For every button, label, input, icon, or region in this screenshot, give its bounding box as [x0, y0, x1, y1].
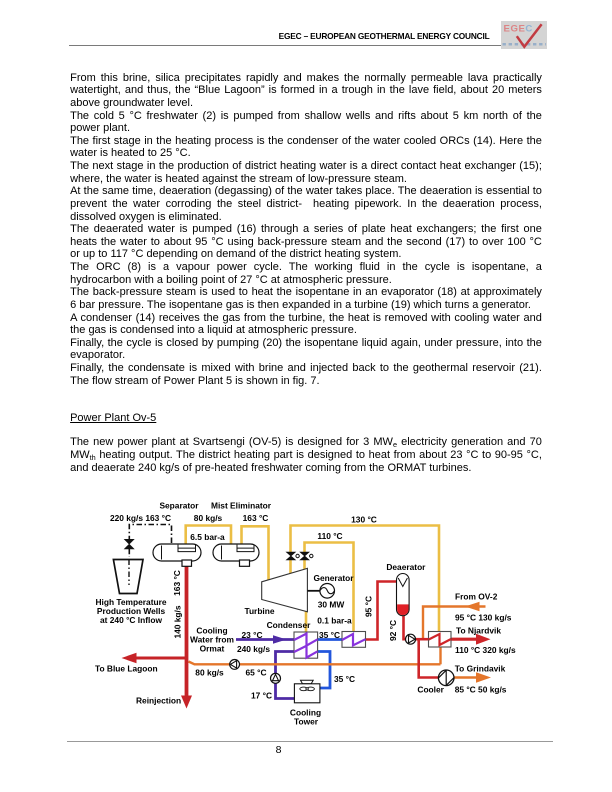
svg-text:110 °C: 110 °C: [317, 531, 342, 541]
svg-text:Reinjection: Reinjection: [136, 695, 181, 705]
svg-text:80 kg/s: 80 kg/s: [194, 513, 223, 523]
svg-text:92 °C: 92 °C: [388, 620, 398, 641]
svg-text:35 °C: 35 °C: [319, 630, 340, 640]
svg-text:High Temperature: High Temperature: [95, 597, 166, 607]
svg-text:30 MW: 30 MW: [318, 599, 345, 609]
svg-text:95 °C 130 kg/s: 95 °C 130 kg/s: [455, 613, 512, 623]
svg-text:To Blue Lagoon: To Blue Lagoon: [95, 663, 158, 673]
svg-text:To Njardvik: To Njardvik: [456, 626, 501, 636]
svg-text:140 kg/s: 140 kg/s: [172, 605, 182, 638]
svg-text:0.1 bar-a: 0.1 bar-a: [317, 615, 352, 625]
svg-text:Tower: Tower: [294, 717, 319, 727]
svg-text:Cooler: Cooler: [417, 685, 444, 695]
svg-text:EGEC: EGEC: [504, 24, 533, 35]
svg-text:110 °C 320 kg/s: 110 °C 320 kg/s: [455, 645, 516, 655]
svg-text:65 °C: 65 °C: [245, 667, 266, 677]
svg-text:85 °C 50 kg/s: 85 °C 50 kg/s: [455, 685, 507, 695]
svg-text:Cooling: Cooling: [290, 707, 321, 717]
svg-text:Ormat: Ormat: [200, 644, 225, 654]
svg-text:220 kg/s 163 °C: 220 kg/s 163 °C: [110, 513, 171, 523]
svg-text:163 °C: 163 °C: [172, 570, 182, 596]
svg-text:130 °C: 130 °C: [351, 515, 377, 525]
svg-text:35 °C: 35 °C: [334, 674, 355, 684]
svg-text:Condenser: Condenser: [267, 620, 311, 630]
svg-text:Production Wells: Production Wells: [97, 606, 166, 616]
svg-text:To Grindavik: To Grindavik: [455, 664, 506, 674]
svg-text:Mist Eliminator: Mist Eliminator: [211, 501, 272, 511]
svg-text:163 °C: 163 °C: [243, 513, 269, 523]
svg-text:From OV-2: From OV-2: [455, 592, 498, 602]
svg-text:Cooling: Cooling: [196, 626, 227, 636]
svg-text:Water from: Water from: [190, 635, 234, 645]
svg-text:23 °C: 23 °C: [241, 630, 262, 640]
svg-text:Generator: Generator: [313, 573, 354, 583]
svg-text:240 kg/s: 240 kg/s: [237, 644, 270, 654]
svg-text:17 °C: 17 °C: [251, 690, 272, 700]
svg-text:80 kg/s: 80 kg/s: [195, 667, 224, 677]
svg-text:6.5 bar-a: 6.5 bar-a: [190, 532, 225, 542]
svg-text:Separator: Separator: [159, 501, 199, 511]
svg-text:95 °C: 95 °C: [364, 596, 374, 617]
svg-text:at 240 °C Inflow: at 240 °C Inflow: [100, 615, 162, 625]
svg-text:Deaerator: Deaerator: [386, 562, 426, 572]
svg-text:Turbine: Turbine: [244, 606, 274, 616]
